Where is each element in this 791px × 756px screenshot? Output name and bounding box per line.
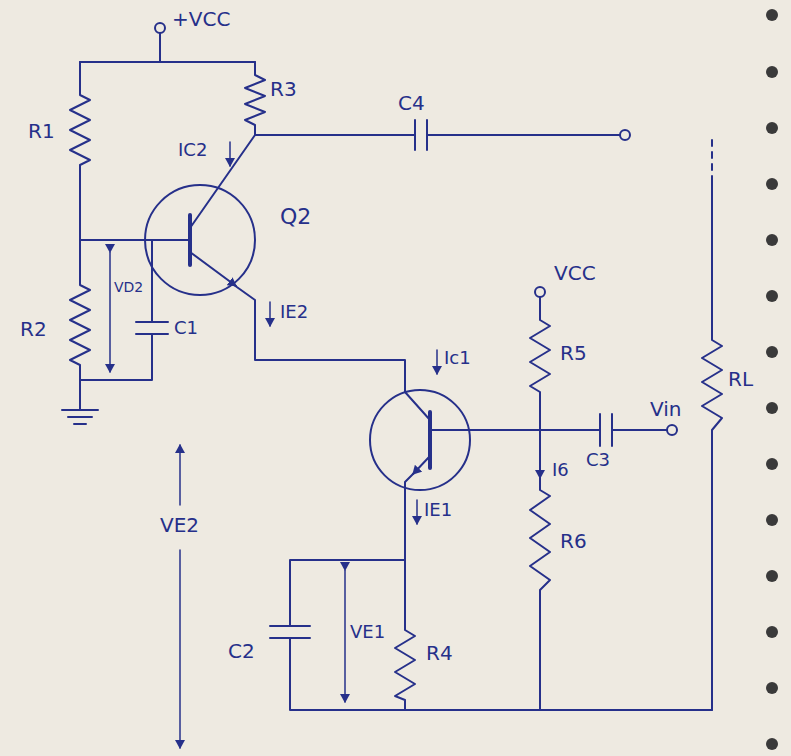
component-label: RL	[728, 368, 753, 390]
component-label: VCC	[554, 262, 596, 284]
voltage-arrow	[109, 252, 111, 372]
resistor-symbol	[70, 240, 90, 410]
resistor-symbol	[395, 560, 415, 710]
transistor-base	[428, 412, 432, 468]
component-label: Q2	[280, 205, 311, 229]
terminal	[155, 23, 165, 33]
component-label: R2	[20, 318, 47, 340]
current-arrow	[229, 142, 231, 166]
capacitor-symbol	[540, 414, 667, 446]
component-label: R1	[28, 120, 55, 142]
component-label: C2	[228, 640, 255, 662]
binder-holes	[766, 9, 778, 750]
wire	[711, 140, 713, 180]
resistor-symbol	[245, 62, 265, 135]
wire	[80, 239, 190, 241]
component-label: R3	[270, 78, 297, 100]
voltage-arrow	[179, 445, 181, 505]
component-label: R6	[560, 530, 587, 552]
wire	[405, 473, 414, 560]
emitter-arrow	[190, 252, 236, 286]
circuit-wires	[62, 23, 722, 748]
voltage-arrow	[179, 550, 181, 748]
wire	[80, 33, 255, 62]
current-arrow	[269, 302, 271, 326]
current-arrow	[436, 350, 438, 374]
component-label: C4	[398, 92, 425, 114]
wire	[430, 429, 540, 431]
transistor-base	[188, 215, 192, 265]
component-label: IC2	[178, 140, 207, 160]
component-label: Ic1	[444, 348, 471, 368]
terminal	[620, 130, 630, 140]
terminal	[667, 425, 677, 435]
component-label: R4	[426, 642, 453, 664]
component-label: IE1	[424, 500, 452, 520]
component-label: VE2	[160, 514, 199, 536]
resistor-symbol	[70, 62, 90, 240]
ground-symbol	[62, 410, 98, 424]
current-arrow	[539, 455, 541, 478]
resistor-symbol	[702, 180, 722, 710]
capacitor-symbol	[80, 240, 168, 380]
transistor-symbol	[370, 390, 470, 490]
component-label: VD2	[114, 280, 143, 295]
component-label: R5	[560, 342, 587, 364]
voltage-arrow	[344, 570, 346, 702]
resistor-symbol	[530, 430, 550, 710]
component-label: Vin	[650, 398, 681, 420]
capacitor-symbol	[255, 120, 620, 150]
component-label: VE1	[350, 622, 385, 642]
current-arrow	[416, 500, 418, 524]
component-label: C3	[586, 450, 610, 470]
wire	[234, 285, 430, 420]
component-label: C1	[174, 318, 198, 338]
component-label: I6	[552, 460, 569, 480]
capacitor-symbol	[270, 560, 712, 710]
emitter-arrow	[413, 456, 430, 474]
component-label: +VCC	[172, 8, 230, 30]
component-label: IE2	[280, 302, 308, 322]
resistor-symbol	[530, 297, 550, 430]
terminal	[535, 287, 545, 297]
